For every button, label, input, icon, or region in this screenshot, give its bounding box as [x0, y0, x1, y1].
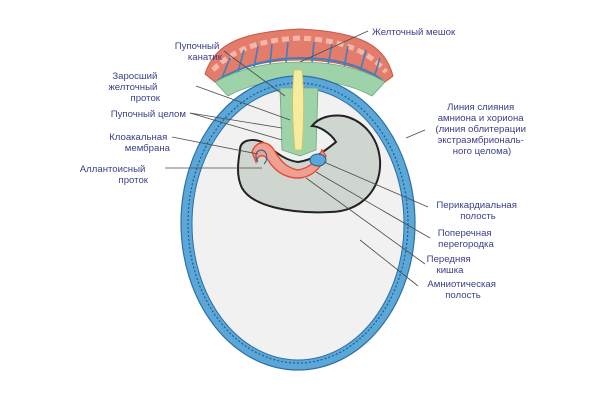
- pericardial-cavity: [309, 153, 327, 167]
- amnion-inner: [187, 82, 409, 364]
- leader-lines: [165, 30, 431, 287]
- yolk-duct: [292, 69, 304, 151]
- hindgut-region: [251, 142, 327, 179]
- label-amniotic-cavity: Амниотическая полость: [427, 279, 498, 301]
- label-cloacal-membrane: Клоакальная мембрана: [109, 132, 170, 154]
- label-yolk-sac: Желточный мешок: [372, 27, 456, 38]
- yolk-sac: [204, 28, 394, 83]
- label-pericardial-cavity: Перикардиальная полость: [436, 200, 519, 222]
- label-umbilical-coelom: Пупочный целом: [111, 109, 186, 120]
- label-fusion-line: Линия слияния амниона и хориона (линия о…: [435, 102, 528, 157]
- label-transverse-septum: Поперечная перегородка: [438, 228, 495, 250]
- label-umbilical-cord: Пупочный канатик: [175, 41, 223, 63]
- label-allantoic-duct: Аллантоисный проток: [80, 164, 149, 186]
- label-foregut: Передняя кишка: [427, 254, 474, 276]
- label-overgrown-yolk-duct: Заросший желточный проток: [108, 71, 160, 104]
- allantoic-duct-loop: [255, 149, 268, 165]
